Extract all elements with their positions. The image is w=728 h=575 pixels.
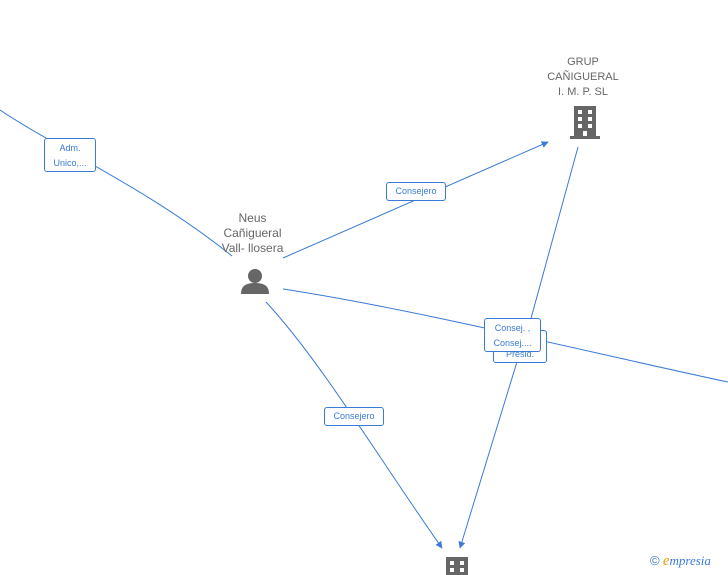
edge-line-consej: [458, 351, 521, 549]
edge-label-adm[interactable]: Adm. Unico,...: [44, 138, 96, 172]
company-name[interactable]: GRUP CAÑIGUERAL I. M. P. SL: [547, 56, 619, 98]
edge-line-presid: [529, 146, 579, 323]
person-name[interactable]: Neus Cañigueral Vall- llosera: [221, 211, 284, 255]
edge-line-adm: [0, 109, 233, 257]
edge-label-consejero-top[interactable]: Consejero: [386, 182, 446, 201]
edge-label-consej[interactable]: Consej. , Consej....: [484, 318, 541, 352]
brand-logo: © empresia: [650, 553, 711, 569]
edge-label-consejero-bottom[interactable]: Consejero: [324, 407, 384, 426]
building-icon-bottom[interactable]: [446, 557, 468, 575]
person-icon[interactable]: [241, 269, 269, 294]
building-icon[interactable]: [570, 106, 600, 139]
